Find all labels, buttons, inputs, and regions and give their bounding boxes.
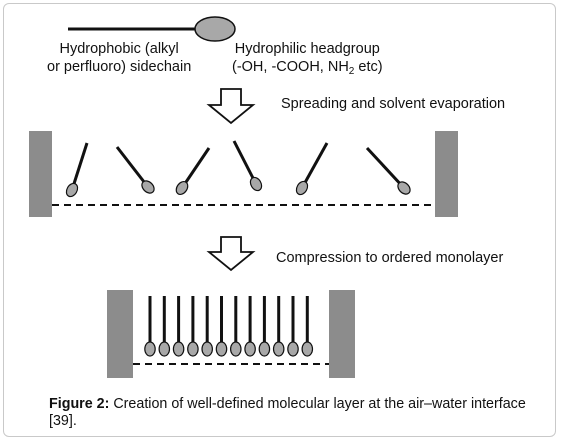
ordered-molecule [172, 296, 185, 357]
molecule-headgroup [172, 341, 185, 357]
hydrophilic-examples-end: etc) [354, 59, 383, 75]
spread-stage [29, 131, 458, 217]
molecule-tail [300, 142, 329, 189]
disordered-molecule [115, 146, 155, 194]
ordered-molecule [187, 296, 199, 357]
compressed-stage [107, 290, 355, 378]
spreading-step-label: Spreading and solvent evaporation [281, 96, 506, 112]
hydrophilic-examples: (-OH, -COOH, NH [232, 59, 349, 75]
disordered-molecule [175, 147, 211, 196]
hydrophobic-sidechain-label: Hydrophobic (alkyl or perfluoro) sidecha… [47, 40, 191, 76]
caption-label: Figure 2: [49, 396, 110, 412]
molecule-headgroup [295, 180, 309, 196]
molecule-tail [180, 147, 211, 189]
right-barrier-compressed [329, 290, 355, 378]
molecule-tail [232, 140, 258, 185]
ordered-molecule [215, 296, 228, 357]
molecule-headgroup [201, 341, 213, 357]
right-barrier [435, 131, 458, 217]
legend-headgroup [194, 16, 236, 42]
molecule-tail [70, 142, 89, 191]
down-arrow-compression [206, 236, 256, 272]
molecule-headgroup [215, 341, 228, 357]
molecule-headgroup [272, 341, 285, 357]
molecule-headgroup [397, 181, 411, 195]
ordered-molecule [201, 296, 213, 357]
disordered-molecule [295, 142, 329, 196]
down-arrow-spreading [206, 88, 256, 125]
hydrophilic-label-line2: (-OH, -COOH, NH2 etc) [232, 58, 383, 77]
subscript-2: 2 [348, 66, 355, 77]
ordered-molecule [258, 296, 271, 357]
left-barrier [29, 131, 52, 217]
ordered-molecule [287, 296, 299, 357]
caption-text: Creation of well-defined molecular layer… [49, 396, 526, 429]
hydrophobic-label-line2: or perfluoro) sidechain [47, 59, 192, 75]
molecule-tail [115, 146, 150, 188]
disordered-molecule [232, 140, 263, 192]
hydrophilic-label-line1: Hydrophilic headgroup [234, 41, 380, 57]
ordered-molecule [301, 296, 314, 357]
figure-caption: Figure 2: Creation of well-defined molec… [49, 396, 539, 430]
ordered-monolayer [144, 296, 314, 357]
ordered-molecule [230, 296, 242, 357]
molecule-headgroup [144, 341, 156, 357]
disordered-molecule [65, 142, 89, 198]
molecule-headgroup [287, 341, 299, 357]
molecule-headgroup [258, 341, 271, 357]
ordered-molecule [144, 296, 156, 357]
figure-frame [3, 3, 556, 437]
disordered-molecule [365, 146, 411, 195]
molecule-tail [365, 146, 406, 190]
molecule-headgroup [301, 341, 314, 357]
compression-step-label: Compression to ordered monolayer [276, 250, 504, 266]
molecule-headgroup [141, 180, 155, 194]
disordered-molecules [65, 140, 411, 198]
hydrophobic-label-line1: Hydrophobic (alkyl [59, 41, 179, 57]
molecule-headgroup [65, 182, 79, 198]
molecule-headgroup [249, 176, 263, 192]
ordered-molecule [244, 296, 256, 357]
molecule-headgroup [230, 341, 242, 357]
ordered-molecule [272, 296, 285, 357]
left-barrier-compressed [107, 290, 133, 378]
molecule-headgroup [244, 341, 256, 357]
ordered-molecule [158, 296, 171, 357]
molecule-headgroup [175, 180, 189, 196]
hydrophilic-headgroup-label: Hydrophilic headgroup (-OH, -COOH, NH2 e… [232, 40, 383, 77]
molecule-headgroup [158, 341, 171, 357]
legend-molecule [68, 16, 236, 42]
molecule-headgroup [187, 341, 199, 357]
